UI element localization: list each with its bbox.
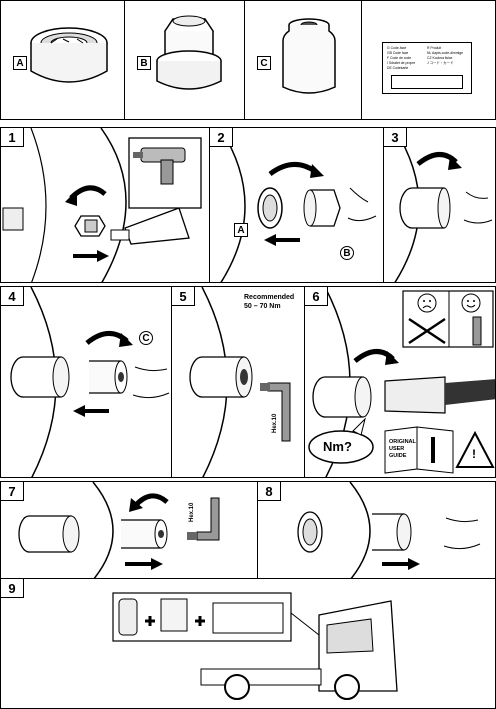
torque-value: 50 – 70 Nm xyxy=(244,303,281,310)
torque-question: Nm? xyxy=(323,439,352,454)
warning-mark: ! xyxy=(472,447,476,461)
step-number: 3 xyxy=(384,128,407,147)
wheel-nut-icon xyxy=(156,15,222,90)
wheel-hub-icon xyxy=(393,128,493,282)
hex-key-icon xyxy=(260,382,291,442)
step-4-tag-c: C xyxy=(139,331,153,345)
guide-line-3: GUIDE xyxy=(389,453,407,459)
step-7-panel: 7 Hex.10 xyxy=(0,481,258,579)
smile-face-icon xyxy=(461,293,481,313)
hex-size-label: Hex.10 xyxy=(189,502,195,522)
step-2-tag-b: B xyxy=(340,246,354,260)
guide-line-1: ORIGINAL xyxy=(389,439,416,445)
wheel-hub-icon xyxy=(219,128,341,282)
speech-bubble xyxy=(308,417,374,464)
part-c-tag: C xyxy=(257,56,271,70)
legend-row: DE Codekarte xyxy=(387,66,409,70)
guide-line-2: USER xyxy=(389,446,405,452)
part-a-panel: A xyxy=(0,0,125,120)
hex-size-label: Hex.10 xyxy=(272,413,278,433)
wheel-hub-icon xyxy=(18,482,169,578)
step-2-panel: 2 A B xyxy=(209,127,384,283)
truck-icon xyxy=(200,600,398,700)
wheel-hub-icon xyxy=(10,287,170,477)
step-number: 9 xyxy=(1,579,24,598)
step-number: 5 xyxy=(172,287,195,306)
step-8-panel: 8 xyxy=(257,481,496,579)
part-b-panel: B xyxy=(124,0,245,120)
step-3-panel: 3 xyxy=(383,127,496,283)
wheel-hub-icon xyxy=(297,482,481,578)
step-number: 6 xyxy=(305,287,328,306)
warning-icon xyxy=(455,430,495,468)
drill-icon xyxy=(133,147,186,185)
wrench-icon xyxy=(431,437,435,463)
hex-key-icon xyxy=(187,497,220,541)
step-2-tag-a: A xyxy=(234,223,248,237)
step-6-panel: 6 Nm? ORIGINAL USER GUIDE xyxy=(304,286,496,478)
lock-nut-ring-icon xyxy=(30,27,108,83)
socket-sleeve-icon xyxy=(282,18,336,94)
step-1-panel: 1 xyxy=(0,127,210,283)
step-number: 7 xyxy=(1,482,24,501)
step-number: 8 xyxy=(258,482,281,501)
step-number: 1 xyxy=(1,128,24,147)
step-9-panel: 9 xyxy=(0,578,496,709)
step-number: 2 xyxy=(210,128,233,147)
code-box xyxy=(391,75,463,89)
part-a-tag: A xyxy=(13,56,27,70)
step-4-panel: 4 C xyxy=(0,286,172,478)
wheel-hub-icon xyxy=(189,287,253,477)
recommended-label: Recommended xyxy=(244,294,295,301)
frown-face-icon xyxy=(408,293,446,345)
kit-box xyxy=(112,592,320,642)
hand-icon xyxy=(347,187,377,222)
step-5-panel: 5 Recommended 50 – 70 Nm Hex.10 xyxy=(171,286,305,478)
torque-wrench-icon xyxy=(472,316,482,346)
step-number: 4 xyxy=(1,287,24,306)
part-c-panel: C xyxy=(244,0,362,120)
part-b-tag: B xyxy=(137,56,151,70)
